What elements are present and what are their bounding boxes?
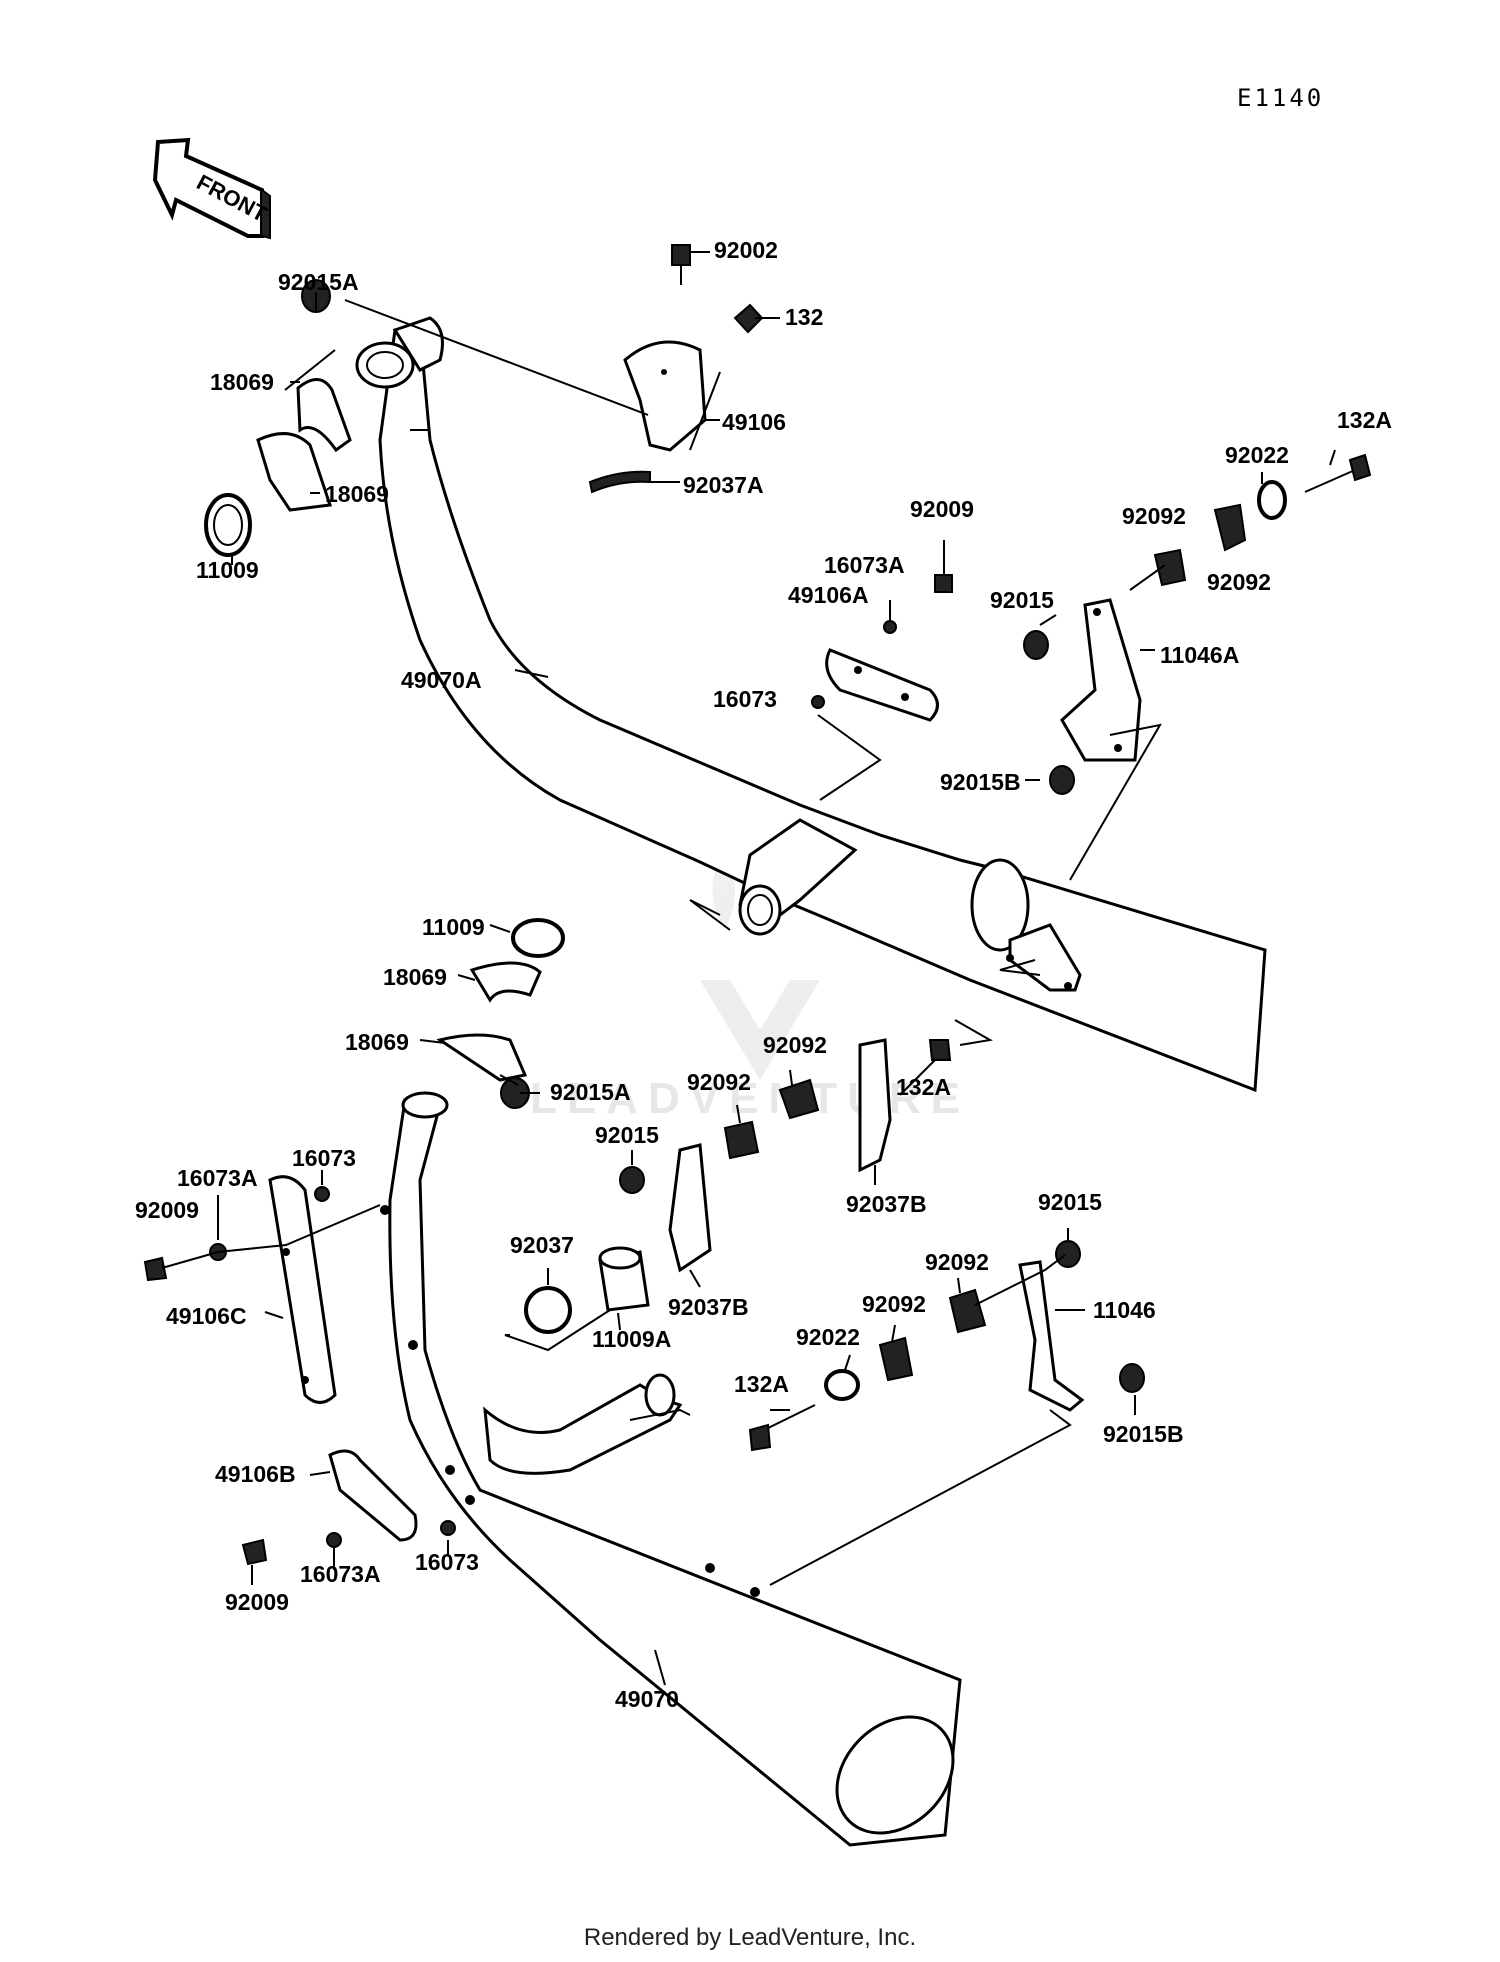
label-92015-top[interactable]: 92015 — [990, 587, 1054, 613]
label-132a-top[interactable]: 132A — [1337, 407, 1392, 433]
label-92037a[interactable]: 92037A — [683, 472, 764, 498]
label-92092-r1[interactable]: 92092 — [925, 1249, 989, 1275]
label-11046[interactable]: 11046 — [1093, 1297, 1156, 1323]
label-16073-bot[interactable]: 16073 — [415, 1549, 479, 1575]
label-49106b[interactable]: 49106B — [215, 1461, 296, 1487]
label-92022-bot[interactable]: 92022 — [796, 1324, 860, 1350]
label-92015a-top[interactable]: 92015A — [278, 269, 359, 295]
leader-49070 — [654, 1649, 666, 1686]
label-49070[interactable]: 49070 — [615, 1686, 679, 1712]
label-16073-top[interactable]: 16073 — [713, 686, 777, 712]
label-132a-bot[interactable]: 132A — [734, 1371, 789, 1397]
label-49070a[interactable]: 49070A — [401, 667, 482, 693]
label-11046a[interactable]: 11046A — [1160, 642, 1239, 668]
label-16073a-bot[interactable]: 16073A — [300, 1561, 381, 1587]
label-92009-left[interactable]: 92009 — [135, 1197, 199, 1223]
label-92009-top[interactable]: 92009 — [910, 496, 974, 522]
label-132a-mid[interactable]: 132A — [896, 1074, 951, 1100]
label-11009-top[interactable]: 11009 — [196, 557, 259, 583]
label-18069-c[interactable]: 18069 — [383, 964, 447, 990]
label-92092-mid2[interactable]: 92092 — [687, 1069, 751, 1095]
label-49106[interactable]: 49106 — [722, 409, 786, 435]
label-11009-mid[interactable]: 11009 — [422, 914, 485, 940]
label-92015-right[interactable]: 92015 — [1038, 1189, 1102, 1215]
diagram-code: E1140 — [1237, 84, 1324, 112]
label-92015b-top[interactable]: 92015B — [940, 769, 1021, 795]
label-92092-mid1[interactable]: 92092 — [763, 1032, 827, 1058]
upper-leader-lines — [231, 251, 1336, 976]
label-49106c[interactable]: 49106C — [166, 1303, 247, 1329]
label-92022-top[interactable]: 92022 — [1225, 442, 1289, 468]
label-18069-a[interactable]: 18069 — [210, 369, 274, 395]
upper-small-parts — [204, 244, 1372, 795]
label-16073a-top[interactable]: 16073A — [824, 552, 905, 578]
lower-exhaust-pipe-49070 — [380, 1091, 962, 1847]
label-92002[interactable]: 92002 — [714, 237, 778, 263]
label-18069-d[interactable]: 18069 — [345, 1029, 409, 1055]
label-92009-bot[interactable]: 92009 — [225, 1589, 289, 1615]
label-92092-r2[interactable]: 92092 — [862, 1291, 926, 1317]
label-92037[interactable]: 92037 — [510, 1232, 574, 1258]
upper-exhaust-pipe-49070A — [355, 316, 1267, 1093]
front-arrow-icon: FRONT — [152, 137, 272, 240]
label-92092-top2[interactable]: 92092 — [1207, 569, 1271, 595]
lower-small-parts — [143, 918, 1145, 1566]
label-92092-top1[interactable]: 92092 — [1122, 503, 1186, 529]
label-92015a-mid[interactable]: 92015A — [550, 1079, 631, 1105]
footer-credit: Rendered by LeadVenture, Inc. — [583, 1924, 917, 1951]
label-132[interactable]: 132 — [785, 304, 823, 330]
label-49106a[interactable]: 49106A — [788, 582, 869, 608]
label-16073a-left[interactable]: 16073A — [177, 1165, 258, 1191]
label-92037b-b[interactable]: 92037B — [668, 1294, 749, 1320]
label-16073-left[interactable]: 16073 — [292, 1145, 356, 1171]
label-92015-mid[interactable]: 92015 — [595, 1122, 659, 1148]
label-92015b-bot[interactable]: 92015B — [1103, 1421, 1184, 1447]
label-11009a[interactable]: 11009A — [592, 1326, 671, 1352]
label-18069-b[interactable]: 18069 — [325, 481, 389, 507]
part-labels: 92002 132 92015A 49106 18069 18069 11009… — [135, 237, 1392, 1712]
label-92037b-a[interactable]: 92037B — [846, 1191, 927, 1217]
lower-leader-lines — [161, 924, 1136, 1586]
